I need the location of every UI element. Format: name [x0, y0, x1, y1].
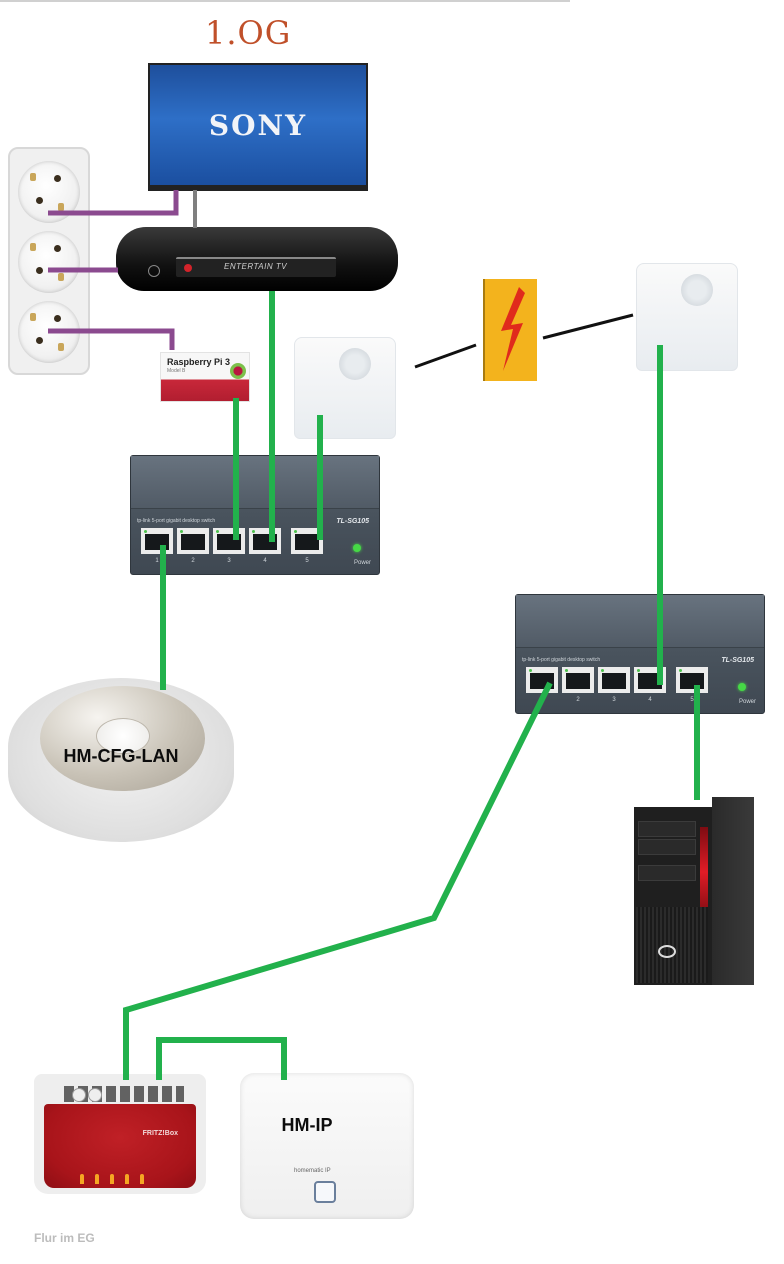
switch-port-4[interactable] — [634, 667, 666, 693]
powerline-link-2 — [542, 313, 634, 340]
stb-label: ENTERTAIN TV — [224, 262, 288, 271]
switch-port-1[interactable] — [141, 528, 173, 554]
switch-port-2[interactable] — [177, 528, 209, 554]
hm-ip-access-point: HM-IP homematic IP — [240, 1073, 414, 1219]
fritzbox-logo: FRITZ!Box — [142, 1130, 178, 1137]
powerline-link-1 — [414, 343, 477, 369]
power-led-icon — [353, 544, 361, 552]
switch-model: TL-SG105 — [336, 518, 369, 525]
floor-label-upper: 1.OG — [205, 14, 292, 52]
switch-port-5[interactable] — [291, 528, 323, 554]
port-number: 3 — [612, 697, 616, 703]
switch-port-2[interactable] — [562, 667, 594, 693]
rpi-subtitle: Model B — [167, 368, 186, 374]
switch-port-1[interactable] — [526, 667, 558, 693]
power-strip — [8, 147, 90, 375]
power-socket-2 — [18, 231, 80, 293]
tv: SONY — [148, 63, 368, 187]
power-socket-3 — [18, 301, 80, 363]
device-label: HM-CFG-LAN — [63, 746, 179, 766]
port-number: 2 — [576, 697, 580, 703]
router-button — [72, 1088, 86, 1102]
tv-stand — [148, 187, 368, 191]
switch-model: TL-SG105 — [721, 657, 754, 664]
port-number: 1 — [155, 558, 159, 564]
port-number: 2 — [191, 558, 195, 564]
network-switch-1: tp-link 5-port gigabit desktop switch TL… — [130, 455, 380, 575]
lightning-bolt-icon — [501, 287, 525, 371]
switch-port-3[interactable] — [598, 667, 630, 693]
hm-cfg-lan-gateway: HM-CFG-LAN — [8, 678, 234, 842]
powerline-adapter-2 — [636, 263, 738, 371]
status-led-icon — [95, 1174, 99, 1184]
port-number: 5 — [305, 558, 309, 564]
fujitsu-logo-icon — [658, 945, 676, 958]
top-divider — [0, 0, 570, 2]
power-button-icon — [148, 265, 160, 277]
device-label: HM-IP — [281, 1115, 333, 1135]
power-led-icon — [738, 683, 746, 691]
status-led-icon — [110, 1174, 114, 1184]
power-label: Power — [738, 699, 756, 705]
status-led-icon — [140, 1174, 144, 1184]
floor-label-lower: Flur im EG — [34, 1231, 95, 1245]
status-led-icon — [125, 1174, 129, 1184]
power-label: Power — [353, 560, 371, 566]
power-socket-1 — [18, 161, 80, 223]
router-button — [88, 1088, 102, 1102]
high-voltage-sign — [483, 279, 537, 381]
plug-socket-icon — [339, 348, 371, 380]
set-top-box: ENTERTAIN TV — [116, 227, 398, 291]
drive-bay — [638, 865, 696, 881]
rpi-title: Raspberry Pi 3 — [167, 357, 231, 367]
port-number: 3 — [227, 558, 231, 564]
port-number: 4 — [648, 697, 652, 703]
switch-port-3[interactable] — [213, 528, 245, 554]
powerline-adapter-1 — [294, 337, 396, 439]
raspberry-pi: Raspberry Pi 3 Model B — [160, 352, 250, 402]
drive-bay — [638, 839, 696, 855]
tower-pc — [634, 797, 754, 987]
port-number: 1 — [540, 697, 544, 703]
plug-socket-icon — [681, 274, 713, 306]
switch-brand-text: tp-link 5-port gigabit desktop switch — [137, 518, 216, 524]
drive-bay — [638, 821, 696, 837]
stb-front-panel: ENTERTAIN TV — [176, 257, 336, 277]
homematic-brand: homematic IP — [294, 1168, 331, 1174]
red-accent-strip — [700, 827, 708, 917]
front-grille — [636, 907, 708, 983]
record-led-icon — [184, 264, 192, 272]
tv-brand-logo: SONY — [208, 108, 308, 142]
raspberry-logo-icon — [230, 363, 246, 379]
port-number: 4 — [263, 558, 267, 564]
status-led-icon — [80, 1174, 84, 1184]
switch-port-5[interactable] — [676, 667, 708, 693]
system-button-icon — [314, 1181, 336, 1203]
switch-port-4[interactable] — [249, 528, 281, 554]
network-switch-2: tp-link 5-port gigabit desktop switch TL… — [515, 594, 765, 714]
switch-brand-text: tp-link 5-port gigabit desktop switch — [522, 657, 601, 663]
fritzbox-router: FRITZ!Box — [34, 1074, 206, 1194]
port-number: 5 — [690, 697, 694, 703]
